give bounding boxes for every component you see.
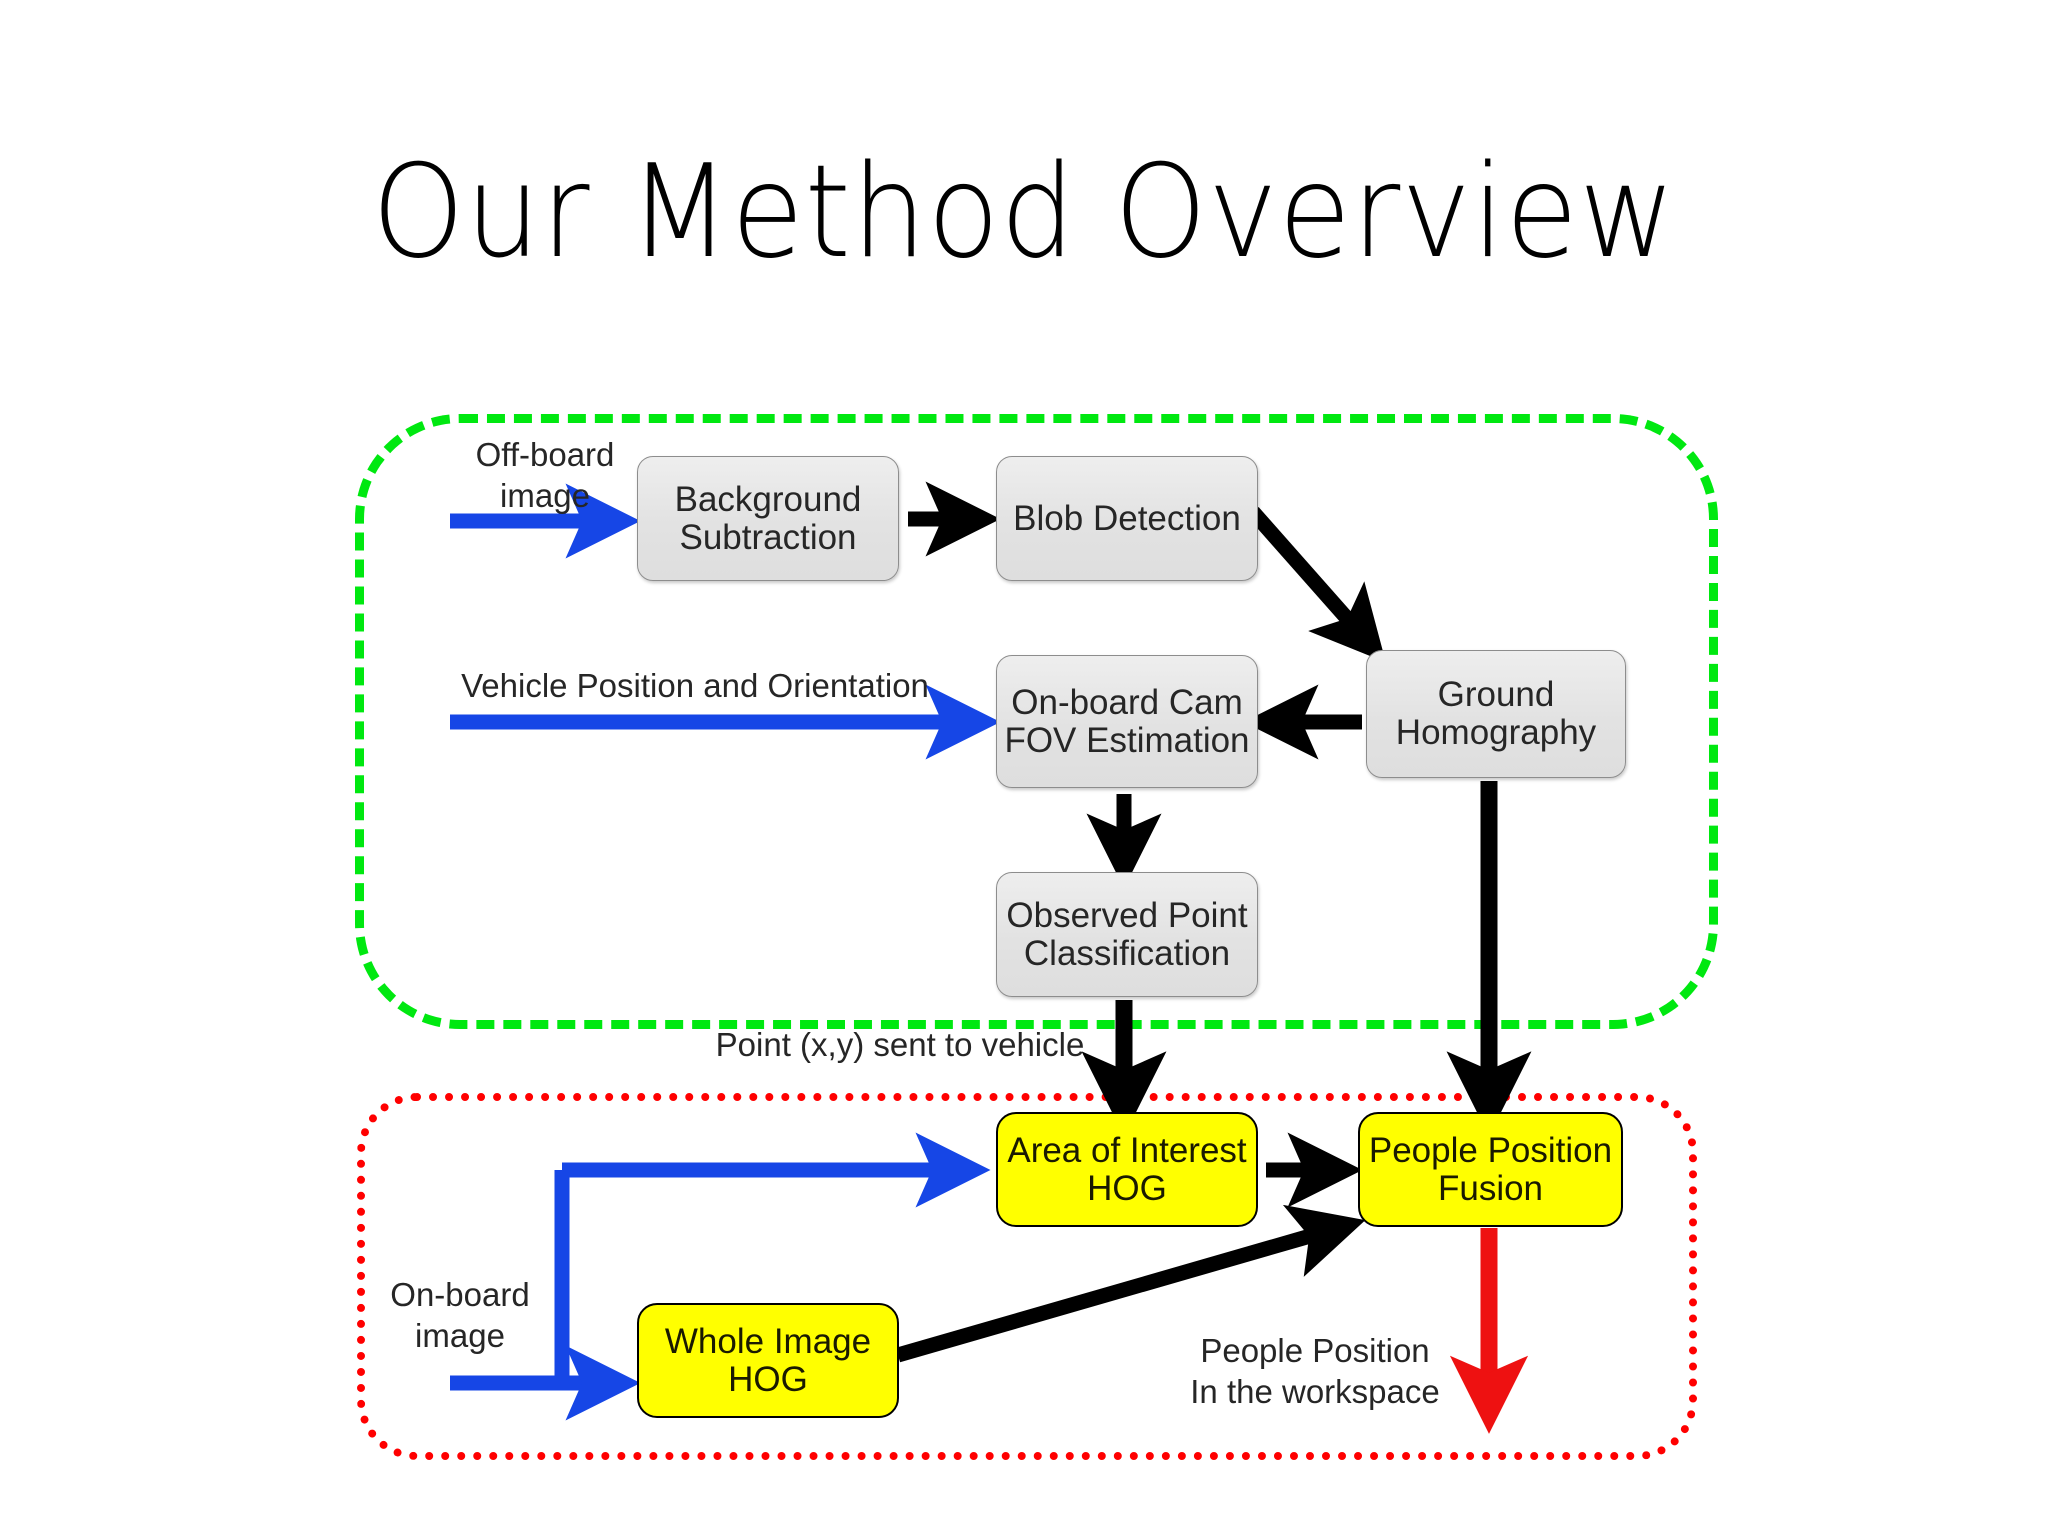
node-whole-image-hog[interactable]: Whole Image HOG bbox=[637, 1303, 899, 1418]
label-point-sent-to-vehicle: Point (x,y) sent to vehicle bbox=[715, 1026, 1085, 1063]
node-blob-detection[interactable]: Blob Detection bbox=[996, 456, 1258, 581]
node-people-position-fusion[interactable]: People Position Fusion bbox=[1358, 1112, 1623, 1227]
node-cam-fov-estimation[interactable]: On-board Cam FOV Estimation bbox=[996, 655, 1258, 788]
label-onboard-image: On-board image bbox=[390, 1276, 530, 1354]
label-people-position-workspace: People Position In the workspace bbox=[1190, 1332, 1440, 1410]
page-title: Our Method Overview bbox=[371, 138, 1677, 287]
off-board-processing-group bbox=[355, 414, 1718, 1029]
node-ground-homography[interactable]: Ground Homography bbox=[1366, 650, 1626, 778]
node-background-subtraction[interactable]: Background Subtraction bbox=[637, 456, 899, 581]
on-board-processing-group bbox=[357, 1093, 1697, 1460]
node-observed-point-classification[interactable]: Observed Point Classification bbox=[996, 872, 1258, 997]
label-vehicle-position: Vehicle Position and Orientation bbox=[461, 667, 929, 704]
node-area-of-interest-hog[interactable]: Area of Interest HOG bbox=[996, 1112, 1258, 1227]
label-offboard-image: Off-board image bbox=[475, 436, 615, 514]
